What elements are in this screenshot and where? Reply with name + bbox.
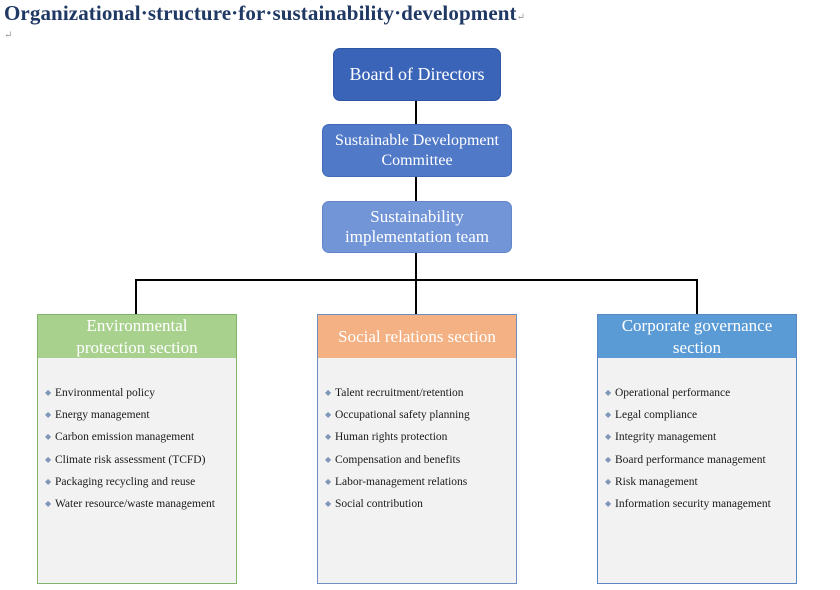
list-item: ◆Information security management: [605, 497, 771, 510]
diamond-bullet-icon: ◆: [325, 454, 332, 464]
list-item: ◆Environmental policy: [45, 387, 155, 399]
sustainable-development-committee-box: Sustainable Development Committee: [322, 124, 512, 177]
diamond-bullet-icon: ◆: [325, 476, 332, 486]
list-item: ◆Compensation and benefits: [325, 453, 461, 466]
diamond-bullet-icon: ◆: [45, 476, 52, 486]
list-item: ◆Legal compliance: [605, 409, 698, 422]
title-text: Organizational·structure·for·sustainabil…: [4, 1, 517, 25]
environmental-section: Environmental protection section ◆Enviro…: [37, 314, 237, 584]
governance-section-header: Corporate governance section: [598, 315, 796, 358]
list-item: ◆Operational performance: [605, 387, 731, 399]
paragraph-mark-icon: ↵: [516, 12, 526, 23]
environmental-header-line2: protection section: [76, 337, 198, 357]
social-item-list: ◆Talent recruitment/retention ◆Occupatio…: [318, 358, 516, 518]
social-header-line1: Social relations section: [338, 326, 496, 346]
diamond-bullet-icon: ◆: [325, 410, 332, 420]
empty-paragraph-mark-icon: ↵: [4, 30, 13, 41]
list-item: ◆Climate risk assessment (TCFD): [45, 453, 206, 466]
team-label-line1: Sustainability: [370, 206, 464, 226]
diamond-bullet-icon: ◆: [325, 388, 332, 397]
list-item: ◆Carbon emission management: [45, 431, 195, 444]
environmental-section-header: Environmental protection section: [38, 315, 236, 358]
list-item: ◆Board performance management: [605, 453, 766, 466]
governance-header-line2: section: [672, 337, 722, 357]
diamond-bullet-icon: ◆: [605, 432, 612, 442]
environmental-item-list: ◆Environmental policy ◆Energy management…: [38, 358, 236, 518]
environmental-header-line1: Environmental: [86, 316, 188, 336]
diamond-bullet-icon: ◆: [605, 498, 612, 508]
page-title: Organizational·structure·for·sustainabil…: [4, 1, 525, 26]
diamond-bullet-icon: ◆: [605, 410, 612, 420]
list-item: ◆Risk management: [605, 475, 698, 488]
diamond-bullet-icon: ◆: [325, 432, 332, 442]
diamond-bullet-icon: ◆: [45, 388, 52, 397]
list-item: ◆Integrity management: [605, 431, 717, 444]
list-item: ◆Water resource/waste management: [45, 497, 215, 510]
list-item: ◆Energy management: [45, 409, 150, 422]
governance-item-list: ◆Operational performance ◆Legal complian…: [598, 358, 796, 518]
diamond-bullet-icon: ◆: [605, 454, 612, 464]
list-item: ◆Labor-management relations: [325, 475, 468, 488]
diamond-bullet-icon: ◆: [45, 454, 52, 464]
diamond-bullet-icon: ◆: [605, 388, 612, 397]
social-relations-section: Social relations section ◆Talent recruit…: [317, 314, 517, 584]
list-item: ◆Social contribution: [325, 497, 423, 510]
diamond-bullet-icon: ◆: [325, 498, 332, 508]
diamond-bullet-icon: ◆: [605, 476, 612, 486]
list-item: ◆Occupational safety planning: [325, 409, 470, 422]
committee-label-line2: Committee: [381, 151, 453, 169]
corporate-governance-section: Corporate governance section ◆Operationa…: [597, 314, 797, 584]
governance-header-line1: Corporate governance: [621, 316, 773, 336]
social-section-header: Social relations section: [318, 315, 516, 358]
list-item: ◆Talent recruitment/retention: [325, 387, 464, 399]
diamond-bullet-icon: ◆: [45, 410, 52, 420]
list-item: ◆Human rights protection: [325, 431, 448, 444]
board-of-directors-box: Board of Directors: [333, 48, 501, 101]
team-label-line2: implementation team: [345, 227, 489, 246]
list-item: ◆Packaging recycling and reuse: [45, 475, 196, 488]
board-of-directors-label: Board of Directors: [349, 63, 485, 84]
implementation-team-box: Sustainability implementation team: [322, 201, 512, 253]
diamond-bullet-icon: ◆: [45, 432, 52, 442]
diamond-bullet-icon: ◆: [45, 498, 52, 508]
committee-label-line1: Sustainable Development: [335, 132, 499, 150]
